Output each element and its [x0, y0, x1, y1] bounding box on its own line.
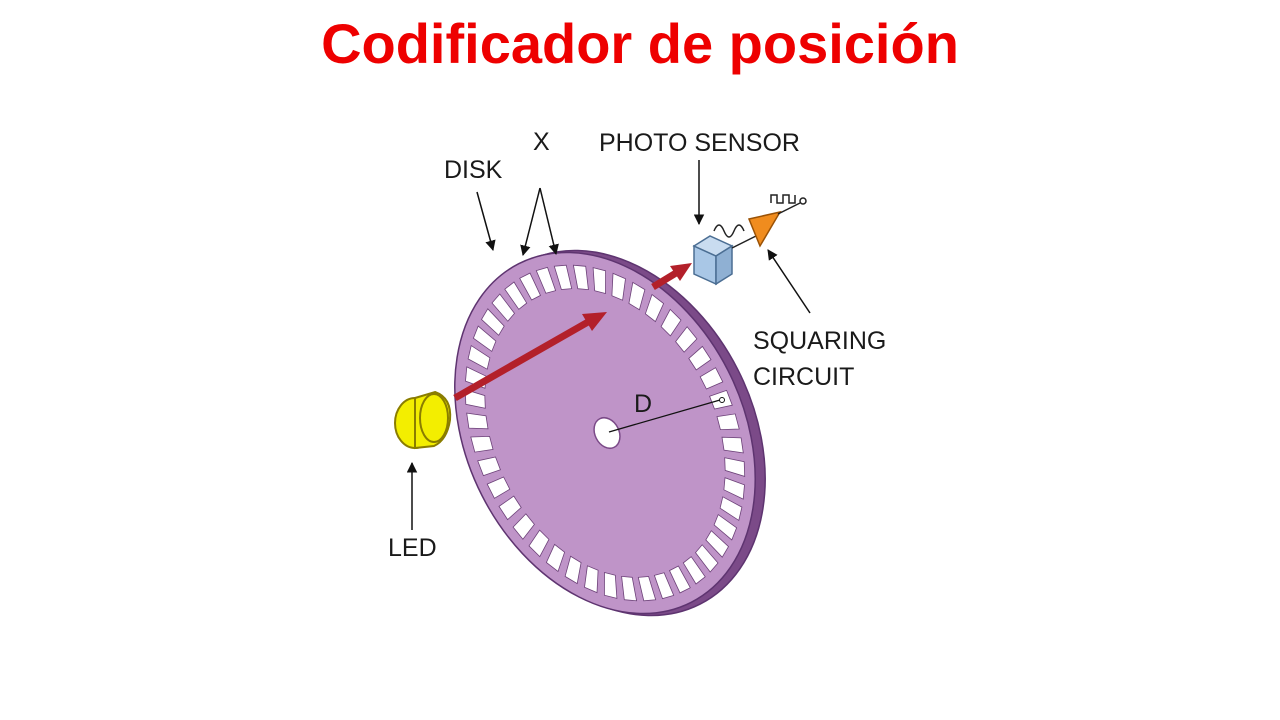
disk-slot: [705, 530, 730, 558]
output-terminal: [799, 197, 807, 205]
disk-slot: [611, 272, 626, 301]
disk-slot: [621, 575, 638, 602]
disk-slot: [512, 513, 535, 540]
disk-slot: [668, 565, 691, 594]
disk-slot: [553, 264, 573, 290]
disk-slot: [477, 456, 501, 477]
disk-slot: [660, 308, 682, 337]
label-led: LED: [388, 534, 437, 562]
disk-slot: [519, 272, 542, 301]
label-circuit: CIRCUIT: [753, 363, 854, 391]
disk-slot: [470, 435, 494, 453]
diameter-indicator: [608, 397, 725, 433]
disk-slots: [464, 264, 746, 602]
disk-slot: [472, 325, 497, 353]
disk-slot: [694, 544, 719, 573]
label-squaring: SQUARING: [753, 327, 886, 355]
light-beam: [453, 263, 692, 402]
label-x: X: [533, 128, 550, 156]
signal-wire: [731, 235, 757, 249]
disk-center-hole: [593, 416, 621, 450]
disk-slot: [724, 457, 746, 477]
disk: [454, 249, 766, 617]
slide-title: Codificador de posición: [321, 12, 959, 75]
disk-slot: [628, 281, 646, 311]
disk-slot: [699, 367, 724, 390]
disk-slot: [504, 281, 528, 310]
disk-slot: [572, 264, 589, 291]
square-wave-icon: [770, 194, 796, 204]
disk-slot: [637, 576, 657, 602]
disk-slot: [688, 345, 712, 371]
disk-slot: [682, 556, 706, 585]
disk-slot: [653, 572, 675, 600]
disk-slot: [721, 436, 744, 454]
disk-slot: [498, 495, 522, 521]
disk-slot: [723, 477, 745, 500]
disk-slot: [528, 529, 550, 558]
label-disk: DISK: [444, 156, 503, 184]
pointer-arrows: [406, 160, 811, 530]
disk-slot: [644, 293, 665, 323]
label-diameter: D: [634, 390, 652, 418]
disk-slot: [603, 571, 618, 599]
disk-slot: [713, 513, 738, 541]
disk-slot: [675, 326, 698, 353]
disk-slot: [719, 496, 743, 522]
disk-slot: [545, 543, 566, 573]
squaring-amplifier-icon: [747, 210, 782, 248]
disk-slot: [480, 308, 505, 336]
sine-wave-icon: [713, 224, 745, 238]
disk-slot: [592, 267, 607, 295]
output-wire: [777, 202, 801, 215]
disk-slot: [467, 344, 491, 370]
disk-slot: [716, 413, 740, 431]
disk-slot: [491, 293, 516, 322]
disk-slot: [466, 412, 489, 430]
disk-slot: [584, 565, 599, 594]
disk-slot: [535, 266, 557, 294]
photo-sensor-icon: [692, 235, 734, 286]
led-icon: [394, 390, 452, 450]
label-photo-sensor: PHOTO SENSOR: [599, 129, 800, 157]
disk-slot: [564, 555, 582, 585]
disk-slot: [486, 476, 511, 499]
